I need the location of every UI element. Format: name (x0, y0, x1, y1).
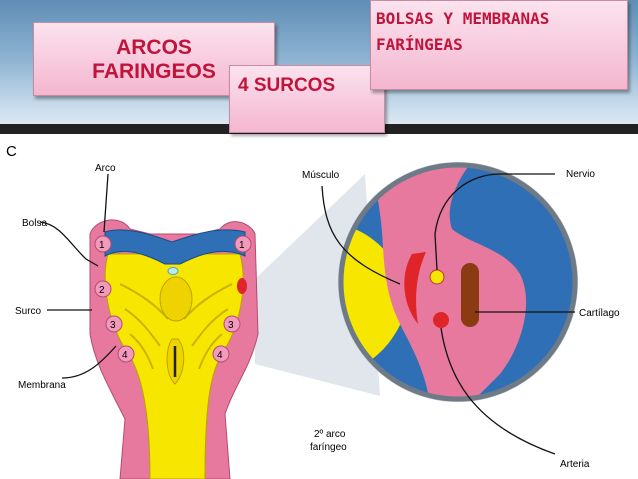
surcos-label: 4 SURCOS (238, 75, 336, 96)
label-arteria: Arteria (560, 459, 590, 470)
label-surco: Surco (15, 306, 42, 317)
label-second-arch-line2: faríngeo (310, 442, 347, 453)
bolsas-label-line1: BOLSAS Y MEMBRANAS (376, 9, 550, 28)
label-bolsa: Bolsa (22, 218, 47, 229)
magnified-arch-circle (338, 162, 578, 402)
label-nervio: Nervio (566, 169, 595, 180)
zoom-wedge (255, 174, 380, 396)
leader-lines (39, 173, 575, 455)
embryo-cross-section (89, 219, 259, 479)
pharyngeal-arch-diagram: 1 2 3 4 1 3 4 (6, 143, 620, 479)
bolsas-box: BOLSAS Y MEMBRANAS FARÍNGEAS (370, 0, 628, 90)
label-cartilago: Cartílago (579, 308, 620, 319)
arch-number-left-1: 1 (99, 240, 105, 251)
label-musculo: Músculo (302, 170, 340, 181)
arch-number-left-4: 4 (122, 350, 128, 361)
arcos-faringeos-label: ARCOS FARINGEOS (92, 36, 216, 83)
bolsas-label-line2: FARÍNGEAS (376, 35, 463, 54)
label-membrana: Membrana (18, 380, 66, 391)
arch-number-right-4: 4 (217, 350, 223, 361)
arch-number-right-1: 1 (239, 240, 245, 251)
arch-number-right-3: 3 (228, 320, 234, 331)
arch-number-left-2: 2 (99, 285, 105, 296)
label-second-arch-line1: 2º arco (314, 429, 346, 440)
label-arco: Arco (95, 163, 116, 174)
arch-number-left-3: 3 (110, 320, 116, 331)
panel-letter-c: C (6, 143, 17, 160)
surcos-box: 4 SURCOS (229, 65, 385, 133)
